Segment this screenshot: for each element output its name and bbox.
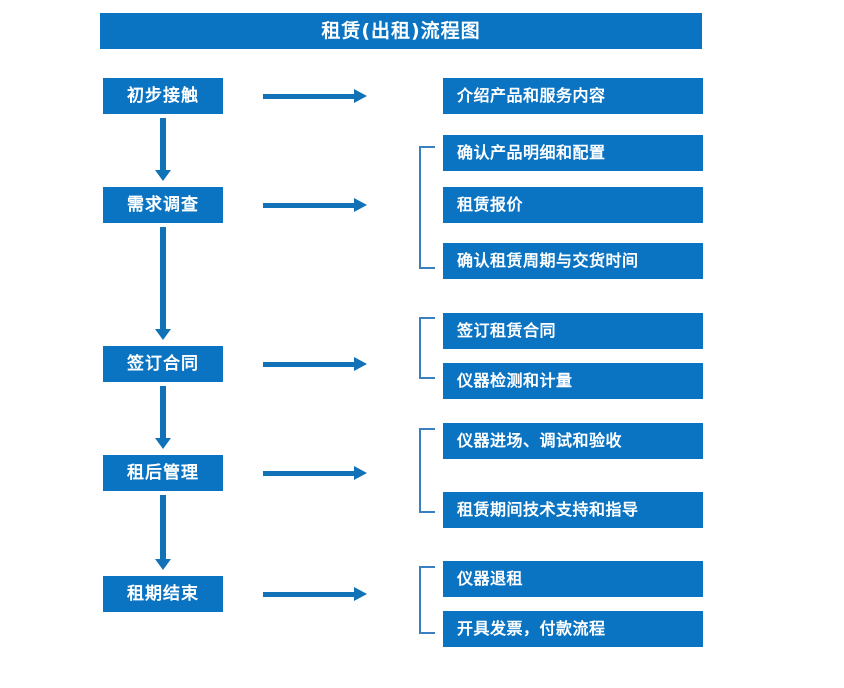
detail-box-instrument-entry-commissioning[interactable]: 仪器进场、调试和验收 <box>443 423 703 459</box>
detail-box-introduce-products[interactable]: 介绍产品和服务内容 <box>443 78 703 114</box>
detail-box-confirm-period-delivery[interactable]: 确认租赁周期与交货时间 <box>443 243 703 279</box>
stage-box-initial-contact[interactable]: 初步接触 <box>103 78 223 114</box>
stage-box-lease-end[interactable]: 租期结束 <box>103 576 223 612</box>
vertical-arrow-down-1 <box>155 118 171 181</box>
detail-box-instrument-return[interactable]: 仪器退租 <box>443 561 703 597</box>
stage-box-sign-contract[interactable]: 签订合同 <box>103 346 223 382</box>
horizontal-arrow-4 <box>263 466 367 480</box>
vertical-arrow-down-3 <box>155 386 171 449</box>
stage-box-post-rental-management[interactable]: 租后管理 <box>103 455 223 491</box>
group-bracket-needs-survey <box>419 146 435 269</box>
stage-box-needs-survey[interactable]: 需求调查 <box>103 187 223 223</box>
detail-box-technical-support[interactable]: 租赁期间技术支持和指导 <box>443 492 703 528</box>
horizontal-arrow-2 <box>263 198 367 212</box>
vertical-arrow-down-2 <box>155 227 171 340</box>
page-title: 租赁(出租)流程图 <box>100 13 702 49</box>
horizontal-arrow-5 <box>263 587 367 601</box>
detail-box-confirm-product-details[interactable]: 确认产品明细和配置 <box>443 135 703 171</box>
detail-box-invoice-payment[interactable]: 开具发票，付款流程 <box>443 611 703 647</box>
detail-box-rental-quote[interactable]: 租赁报价 <box>443 187 703 223</box>
detail-box-instrument-inspection[interactable]: 仪器检测和计量 <box>443 363 703 399</box>
group-bracket-post-rental <box>419 428 435 513</box>
horizontal-arrow-3 <box>263 357 367 371</box>
vertical-arrow-down-4 <box>155 495 171 570</box>
horizontal-arrow-1 <box>263 89 367 103</box>
group-bracket-sign-contract <box>419 317 435 379</box>
detail-box-sign-rental-contract[interactable]: 签订租赁合同 <box>443 313 703 349</box>
group-bracket-lease-end <box>419 566 435 634</box>
